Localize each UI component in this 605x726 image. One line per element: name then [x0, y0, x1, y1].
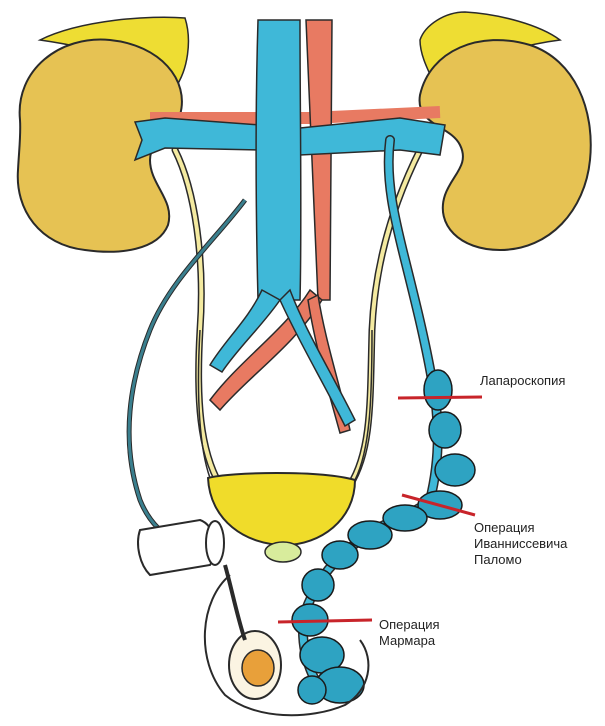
left-vas-deferens [225, 565, 245, 640]
label-ivanissevich-operation: Операция Иванниссевича Паломо [474, 520, 567, 568]
ligation-mark-laparoscopy [398, 397, 482, 398]
bladder [208, 473, 355, 545]
aorta [306, 20, 332, 300]
label-ivanissevich-line3: Паломо [474, 552, 567, 568]
label-marmara-line2: Мармара [379, 633, 440, 649]
ligation-mark-marmara [278, 620, 372, 622]
right-ureter [350, 150, 420, 485]
label-laparoscopy-text: Лапароскопия [480, 373, 565, 389]
left-testis-core [242, 650, 274, 686]
inguinal-canal-tube [138, 520, 215, 575]
right-kidney [420, 40, 591, 250]
label-ivanissevich-line2: Иванниссевича [474, 536, 567, 552]
label-ivanissevich-line1: Операция [474, 520, 567, 536]
inguinal-canal-tube-end [206, 521, 224, 565]
right-ureter-fill [350, 150, 420, 485]
left-renal-vein [135, 118, 262, 160]
label-marmara-operation: Операция Мармара [379, 617, 440, 649]
inferior-vena-cava [256, 20, 301, 300]
label-laparoscopy: Лапароскопия [480, 373, 565, 389]
left-ureter [175, 150, 220, 485]
prostate [265, 542, 301, 562]
label-marmara-line1: Операция [379, 617, 440, 633]
